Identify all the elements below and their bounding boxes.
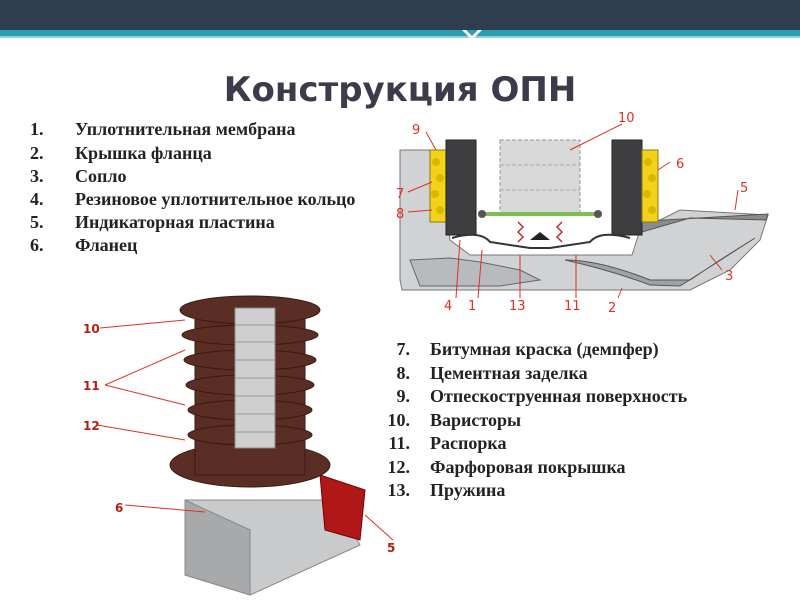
- header-accent-stripe: [0, 30, 800, 36]
- list-item: 2. Крышка фланца: [30, 142, 370, 164]
- list-item: 11. Распорка: [360, 432, 780, 454]
- nozzle-left: [409, 257, 542, 287]
- nozzle-tip: [530, 232, 550, 240]
- list-item-text: Распорка: [430, 433, 507, 453]
- list-item: 7. Битумная краска (демпфер): [360, 338, 780, 360]
- list-item-number: 13.: [387, 480, 411, 500]
- nozzle-right: [564, 237, 756, 287]
- list-item-text: Пружина: [430, 480, 506, 500]
- list-item-text: Отпескоструенная поверхность: [430, 386, 688, 406]
- list-item: 3. Сопло: [30, 165, 370, 187]
- list-item: 10. Варисторы: [360, 409, 780, 431]
- list-item: 4. Резиновое уплотнительное кольцо: [30, 189, 370, 208]
- porcelain-wall-right: [611, 139, 643, 236]
- list-item-number: 7.: [396, 339, 411, 359]
- list-item-number: 10.: [387, 409, 411, 430]
- photo-leader-lines: [96, 319, 394, 541]
- page-title: Конструкция ОПН: [223, 70, 577, 110]
- list-item: 1. Уплотнительная мембрана: [30, 118, 370, 140]
- list-item: 9. Отпескоструенная поверхность: [360, 385, 780, 407]
- sealing-membrane: [451, 233, 631, 249]
- cross-section-diagram: 10 9 7 8 6 5 3 4 1 13 11 2: [396, 111, 769, 316]
- label-3: 3: [725, 269, 733, 284]
- list-item-number: 12.: [387, 456, 411, 477]
- spacer-rod: [482, 212, 598, 216]
- list-item-number: 8.: [396, 362, 411, 383]
- label-11: 11: [564, 299, 581, 314]
- list-item-number: 11.: [388, 433, 410, 453]
- label-4: 4: [444, 299, 452, 314]
- varistor-discs: [235, 324, 275, 433]
- damper-texture: [431, 158, 656, 214]
- list-item-text: Варисторы: [430, 409, 522, 430]
- photo-label-11: 11: [83, 379, 100, 393]
- spacer-end-right: [594, 210, 602, 218]
- label-13: 13: [509, 299, 526, 314]
- label-8: 8: [396, 207, 404, 222]
- component-list-bottom: 7. Битумная краска (демпфер) 8. Цементная …: [360, 338, 780, 503]
- flange-body: [399, 149, 769, 291]
- list-item-text: Индикаторная пластина: [75, 211, 275, 232]
- list-item-text: Сопло: [75, 166, 127, 186]
- list-item-number: 2.: [30, 142, 44, 163]
- list-item-text: Цементная заделка: [430, 362, 588, 383]
- photo-label-10: 10: [83, 322, 100, 336]
- header-thin-stripe: [0, 36, 800, 38]
- list-item: 12. Фарфоровая покрышка: [360, 456, 780, 478]
- header-notch-inner-icon: [466, 30, 478, 36]
- list-item-number: 6.: [30, 235, 44, 255]
- label-9: 9: [412, 123, 420, 138]
- list-item-number: 5.: [30, 211, 44, 232]
- list-item: 6. Фланец: [30, 234, 370, 256]
- leader-lines: [407, 123, 739, 299]
- photo-label-12: 12: [83, 419, 100, 433]
- list-item-number: 4.: [30, 188, 44, 209]
- list-item-number: 9.: [396, 386, 411, 406]
- varistor-column: [499, 139, 581, 216]
- list-item-number: 3.: [30, 166, 44, 186]
- list-item: 13. Пружина: [360, 479, 780, 501]
- header-band: [0, 0, 800, 30]
- list-item-text: Крышка фланца: [75, 142, 212, 163]
- label-6: 6: [676, 157, 684, 172]
- list-item-text: Резиновое уплотнительное кольцо: [75, 188, 356, 209]
- list-item-text: Уплотнительная мембрана: [75, 119, 296, 139]
- photo-label-5: 5: [387, 541, 395, 555]
- base-flange-side: [184, 499, 251, 596]
- indicator-plate: [319, 474, 366, 541]
- component-list-top: 1. Уплотнительная мембрана 2. Крышка фланц…: [30, 118, 370, 258]
- label-7: 7: [396, 187, 404, 202]
- list-item-text: Битумная краска (демпфер): [430, 339, 659, 359]
- spring-icon: [516, 221, 564, 243]
- label-5: 5: [740, 181, 748, 196]
- damper-right: [641, 149, 659, 223]
- list-item: 8. Цементная заделка: [360, 362, 780, 384]
- spacer-end-left: [478, 210, 486, 218]
- list-item-number: 1.: [30, 119, 44, 139]
- list-item: 5. Индикаторная пластина: [30, 211, 370, 233]
- label-1: 1: [468, 299, 476, 314]
- photo-label-6: 6: [115, 501, 123, 515]
- arrester-cutaway-illustration: 10 11 12 6 5: [83, 295, 395, 596]
- list-item-text: Фарфоровая покрышка: [430, 456, 626, 477]
- list-item-text: Фланец: [75, 235, 138, 255]
- porcelain-wall-left: [445, 139, 477, 236]
- label-10: 10: [618, 111, 635, 126]
- label-2: 2: [608, 301, 616, 316]
